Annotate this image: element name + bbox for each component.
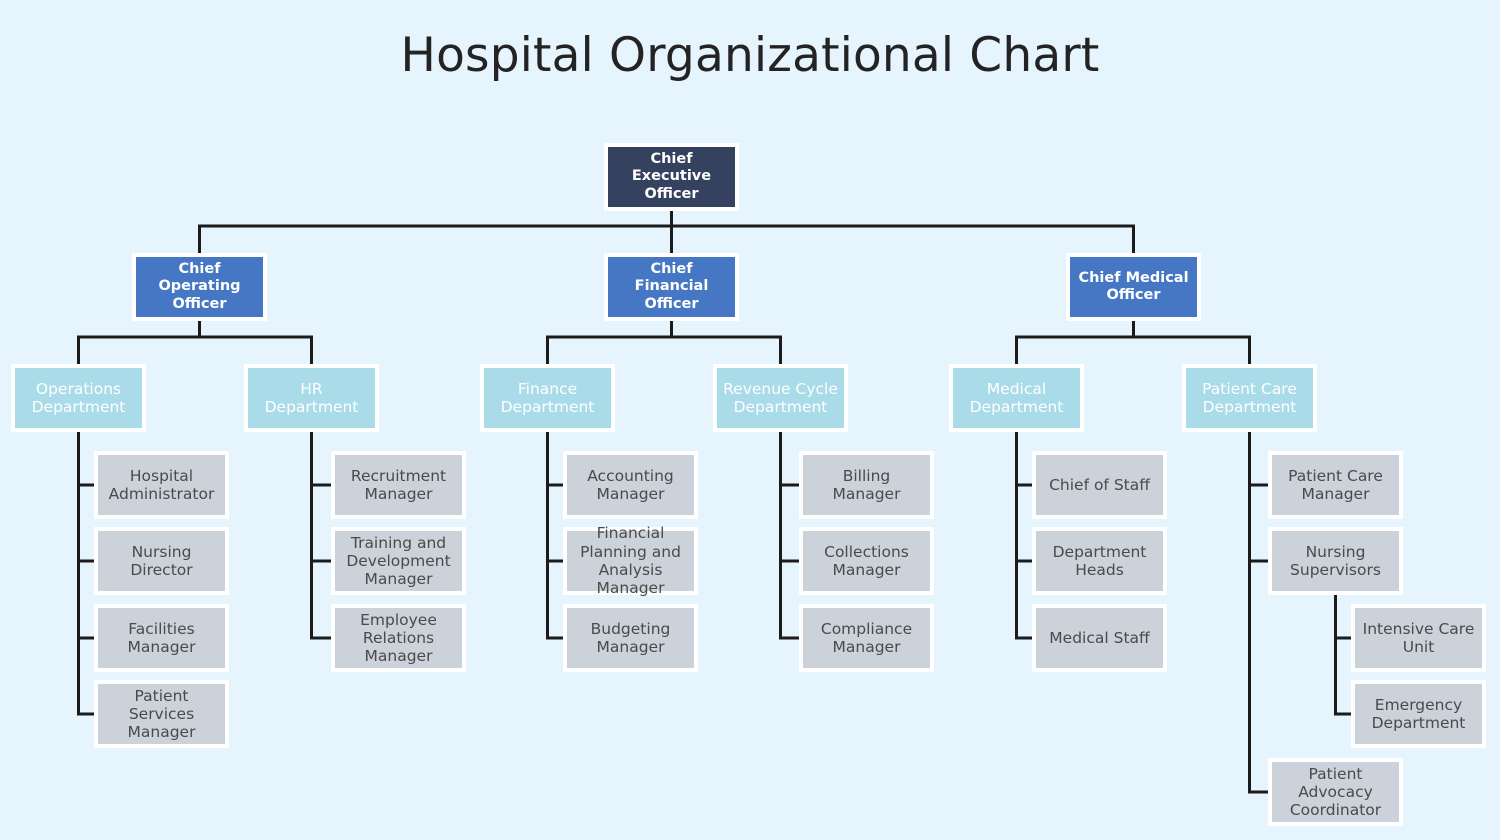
org-node-fin[interactable]: Finance Department: [480, 364, 615, 432]
org-node-med3[interactable]: Medical Staff: [1032, 604, 1167, 672]
org-node-rev3[interactable]: Compliance Manager: [799, 604, 934, 672]
org-node-hr[interactable]: HR Department: [244, 364, 379, 432]
org-node-label: Nursing Director: [130, 542, 193, 579]
org-node-pcd2b[interactable]: Emergency Department: [1351, 680, 1486, 748]
org-node-ops[interactable]: Operations Department: [11, 364, 146, 432]
org-node-med[interactable]: Medical Department: [949, 364, 1084, 432]
org-node-fin3[interactable]: Budgeting Manager: [563, 604, 698, 672]
org-node-rev2[interactable]: Collections Manager: [799, 527, 934, 595]
org-node-ops1[interactable]: Hospital Administrator: [94, 451, 229, 519]
org-node-label: Employee Relations Manager: [360, 610, 437, 666]
org-node-ops4[interactable]: Patient Services Manager: [94, 680, 229, 748]
org-node-fin2[interactable]: Financial Planning and Analysis Manager: [563, 524, 698, 598]
org-node-label: Patient Advocacy Coordinator: [1289, 764, 1382, 820]
org-node-fin1[interactable]: Accounting Manager: [563, 451, 698, 519]
org-node-label: Budgeting Manager: [590, 619, 671, 656]
org-node-label: HR Department: [264, 379, 359, 416]
org-node-label: Chief Financial Officer: [634, 261, 709, 312]
org-node-ops2[interactable]: Nursing Director: [94, 527, 229, 595]
org-node-label: Financial Planning and Analysis Manager: [580, 524, 681, 598]
org-node-ceo[interactable]: Chief Executive Officer: [604, 143, 739, 211]
org-node-med2[interactable]: Department Heads: [1032, 527, 1167, 595]
org-node-label: Intensive Care Unit: [1362, 619, 1475, 656]
org-node-label: Operations Department: [31, 379, 126, 416]
org-node-label: Medical Department: [969, 379, 1064, 416]
org-node-label: Medical Staff: [1049, 628, 1150, 647]
org-node-pcd2a[interactable]: Intensive Care Unit: [1351, 604, 1486, 672]
org-node-label: Collections Manager: [824, 542, 909, 579]
org-node-hr3[interactable]: Employee Relations Manager: [331, 604, 466, 672]
org-node-label: Nursing Supervisors: [1290, 542, 1381, 579]
org-node-label: Facilities Manager: [127, 619, 196, 656]
org-node-label: Accounting Manager: [587, 466, 674, 503]
org-node-label: Emergency Department: [1371, 695, 1466, 732]
org-node-label: Finance Department: [500, 379, 595, 416]
org-node-label: Patient Care Department: [1202, 379, 1297, 416]
page-title: Hospital Organizational Chart: [400, 28, 1100, 83]
org-node-pcd1[interactable]: Patient Care Manager: [1268, 451, 1403, 519]
org-node-label: Chief Operating Officer: [158, 261, 241, 312]
org-node-label: Hospital Administrator: [108, 466, 215, 503]
org-node-hr1[interactable]: Recruitment Manager: [331, 451, 466, 519]
org-node-med1[interactable]: Chief of Staff: [1032, 451, 1167, 519]
org-node-label: Patient Care Manager: [1288, 466, 1383, 503]
org-node-rev[interactable]: Revenue Cycle Department: [713, 364, 848, 432]
org-node-coo[interactable]: Chief Operating Officer: [132, 253, 267, 321]
org-node-rev1[interactable]: Billing Manager: [799, 451, 934, 519]
org-node-label: Department Heads: [1052, 542, 1147, 579]
org-node-pcd[interactable]: Patient Care Department: [1182, 364, 1317, 432]
org-node-label: Patient Services Manager: [127, 686, 196, 742]
org-node-cfo[interactable]: Chief Financial Officer: [604, 253, 739, 321]
org-node-label: Billing Manager: [832, 466, 901, 503]
org-node-label: Chief of Staff: [1049, 475, 1150, 494]
org-node-ops3[interactable]: Facilities Manager: [94, 604, 229, 672]
org-node-label: Revenue Cycle Department: [723, 379, 838, 416]
org-node-pcd2[interactable]: Nursing Supervisors: [1268, 527, 1403, 595]
org-node-label: Chief Medical Officer: [1078, 269, 1189, 303]
org-node-label: Recruitment Manager: [350, 466, 447, 503]
org-node-label: Training and Development Manager: [346, 533, 451, 589]
org-node-label: Compliance Manager: [820, 619, 913, 656]
org-node-pcd3[interactable]: Patient Advocacy Coordinator: [1268, 758, 1403, 826]
org-node-label: Chief Executive Officer: [631, 151, 712, 202]
org-node-hr2[interactable]: Training and Development Manager: [331, 527, 466, 595]
org-node-cmo[interactable]: Chief Medical Officer: [1066, 253, 1201, 321]
